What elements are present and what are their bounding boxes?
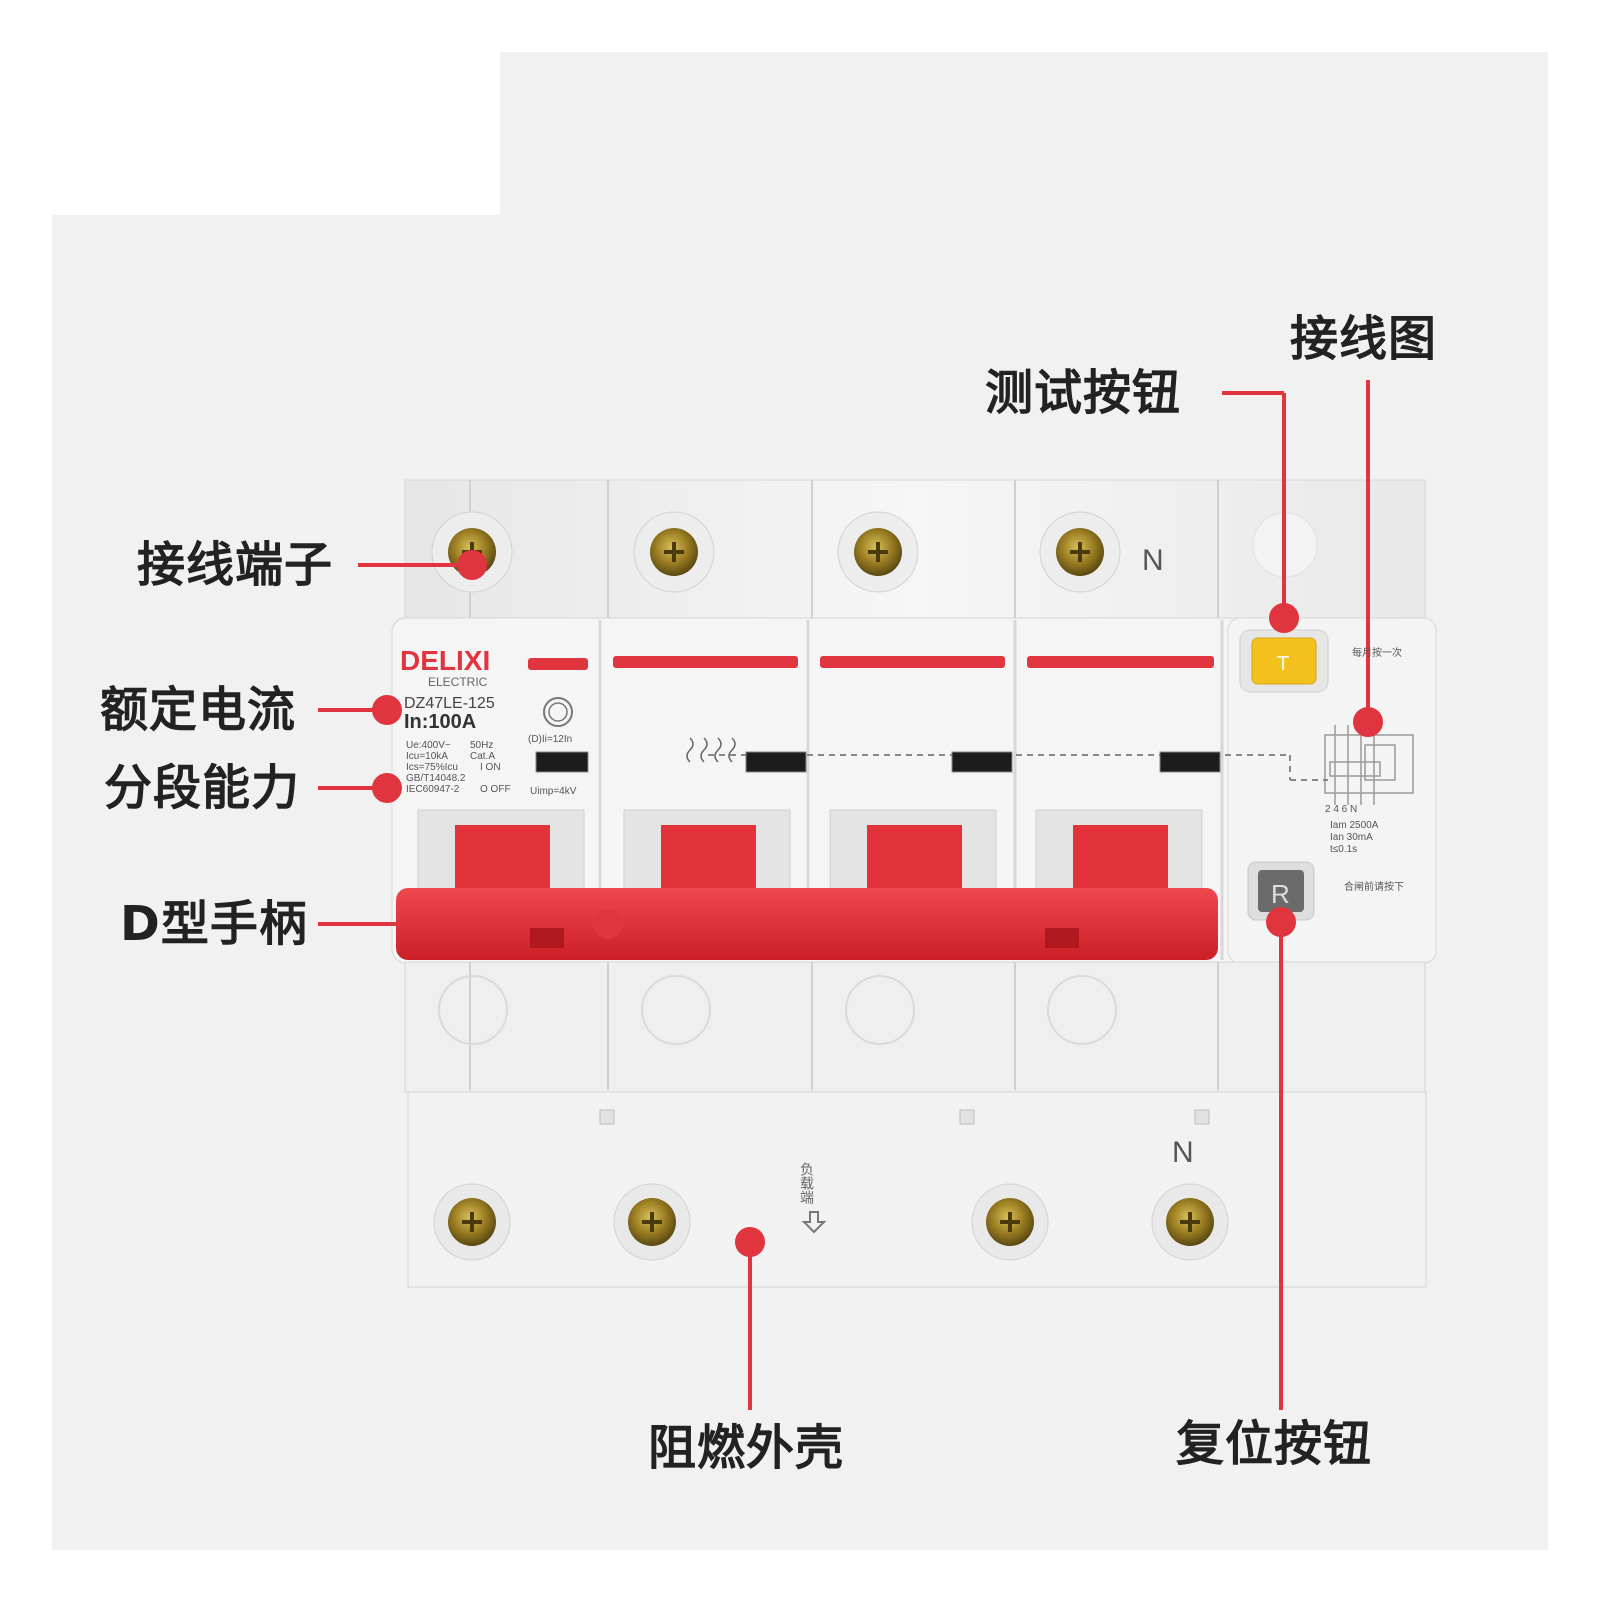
brand-logo: DELIXI bbox=[400, 645, 490, 676]
spec-line: IEC60947-2 bbox=[406, 784, 460, 795]
flame-retardant-housing bbox=[407, 1091, 1427, 1288]
neutral-label-bottom: N bbox=[1172, 1136, 1194, 1169]
callout-breaking-capacity: 分段能力 bbox=[104, 760, 301, 816]
callout-wiring-diagram: 接线图 bbox=[1290, 311, 1438, 367]
rating-label: In:100A bbox=[404, 711, 476, 733]
spec-line: 50Hz bbox=[470, 740, 493, 751]
rcd-rating: Iam 2500A bbox=[1330, 820, 1379, 831]
d-handle[interactable] bbox=[396, 888, 1218, 960]
spec-line: Ics=75%Icu bbox=[406, 762, 458, 773]
test-key-letter: T bbox=[1277, 653, 1289, 675]
rcd-rating: t≤0.1s bbox=[1330, 844, 1357, 855]
diagram-numbers: 2 4 6 N bbox=[1325, 804, 1357, 815]
rcd-rating: Ian 30mA bbox=[1330, 832, 1373, 843]
uimp-label: Uimp=4kV bbox=[530, 786, 577, 797]
callout-terminal: 接线端子 bbox=[137, 537, 334, 593]
on-label: I ON bbox=[480, 762, 501, 773]
callout-rated-current: 额定电流 bbox=[100, 682, 297, 738]
spec-line: Ue:400V~ bbox=[406, 740, 451, 751]
callout-handle: D型手柄 bbox=[120, 896, 308, 952]
callout-housing: 阻燃外壳 bbox=[648, 1420, 845, 1476]
test-button[interactable] bbox=[1251, 637, 1317, 685]
background-panel-top bbox=[500, 52, 1548, 222]
reset-hint: 合闸前请按下 bbox=[1344, 880, 1404, 893]
load-side-label: 负载端 bbox=[798, 1162, 814, 1204]
callout-test-button: 测试按钮 bbox=[985, 365, 1182, 421]
brand-sub: ELECTRIC bbox=[428, 675, 488, 689]
spec-line: GB/T14048.2 bbox=[406, 773, 466, 784]
neutral-label-top: N bbox=[1142, 544, 1164, 577]
curve-label: (D)Ii=12In bbox=[528, 734, 572, 745]
model-label: DZ47LE-125 bbox=[404, 695, 495, 712]
bottom-terminal-screws bbox=[433, 1183, 1229, 1261]
spec-line: Cat.A bbox=[470, 751, 495, 762]
off-label: O OFF bbox=[480, 784, 511, 795]
test-hint: 每月按一次 bbox=[1352, 646, 1402, 659]
top-terminal-screws bbox=[431, 511, 1121, 593]
spec-line: Icu=10kA bbox=[406, 751, 448, 762]
reset-key-letter: R bbox=[1271, 879, 1290, 909]
reset-button[interactable] bbox=[1258, 870, 1304, 912]
callout-reset-button: 复位按钮 bbox=[1176, 1416, 1373, 1472]
